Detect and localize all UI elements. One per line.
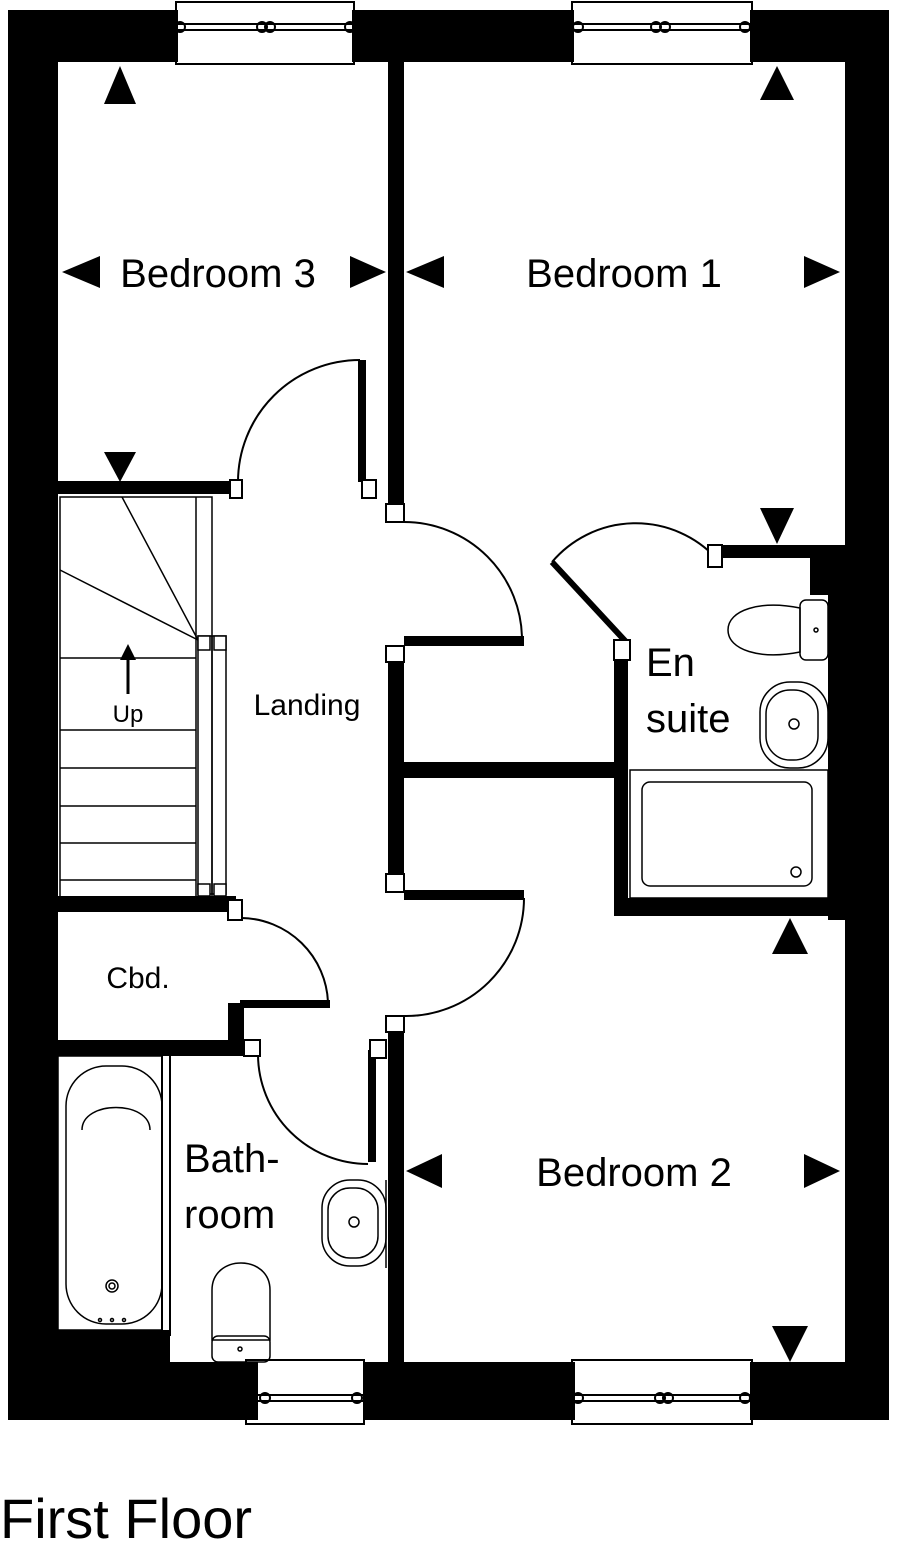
ensuite-shower-tray bbox=[629, 769, 829, 899]
window-bedroom1 bbox=[571, 1, 753, 65]
room-label-landing: Landing bbox=[254, 689, 361, 722]
window-bathroom bbox=[245, 1359, 365, 1425]
internal-walls bbox=[58, 60, 830, 1364]
bathroom-toilet bbox=[211, 1262, 271, 1363]
ensuite-toilet bbox=[727, 599, 829, 661]
doors bbox=[227, 359, 723, 1165]
room-label-bathroom-line2: room bbox=[184, 1193, 275, 1237]
room-label-bedroom3: Bedroom 3 bbox=[120, 252, 316, 296]
room-label-ensuite-line2: suite bbox=[646, 697, 731, 741]
floor-title: First Floor bbox=[0, 1487, 252, 1545]
ensuite-basin bbox=[759, 681, 829, 769]
staircase bbox=[59, 496, 227, 898]
external-walls bbox=[8, 10, 889, 1420]
room-label-ensuite-line1: En bbox=[646, 641, 695, 685]
window-bedroom3 bbox=[174, 1, 356, 65]
room-label-cupboard: Cbd. bbox=[106, 962, 169, 995]
stairs-up-label: Up bbox=[113, 701, 144, 728]
room-label-bedroom2: Bedroom 2 bbox=[536, 1151, 732, 1195]
window-bedroom2 bbox=[571, 1359, 753, 1425]
stairs-up-arrow bbox=[120, 644, 136, 694]
dimension-arrows bbox=[62, 66, 840, 1362]
bathroom-basin bbox=[321, 1179, 387, 1268]
room-label-bedroom1: Bedroom 1 bbox=[526, 252, 722, 296]
bath bbox=[57, 1055, 163, 1331]
room-label-bathroom-line1: Bath- bbox=[184, 1137, 280, 1181]
